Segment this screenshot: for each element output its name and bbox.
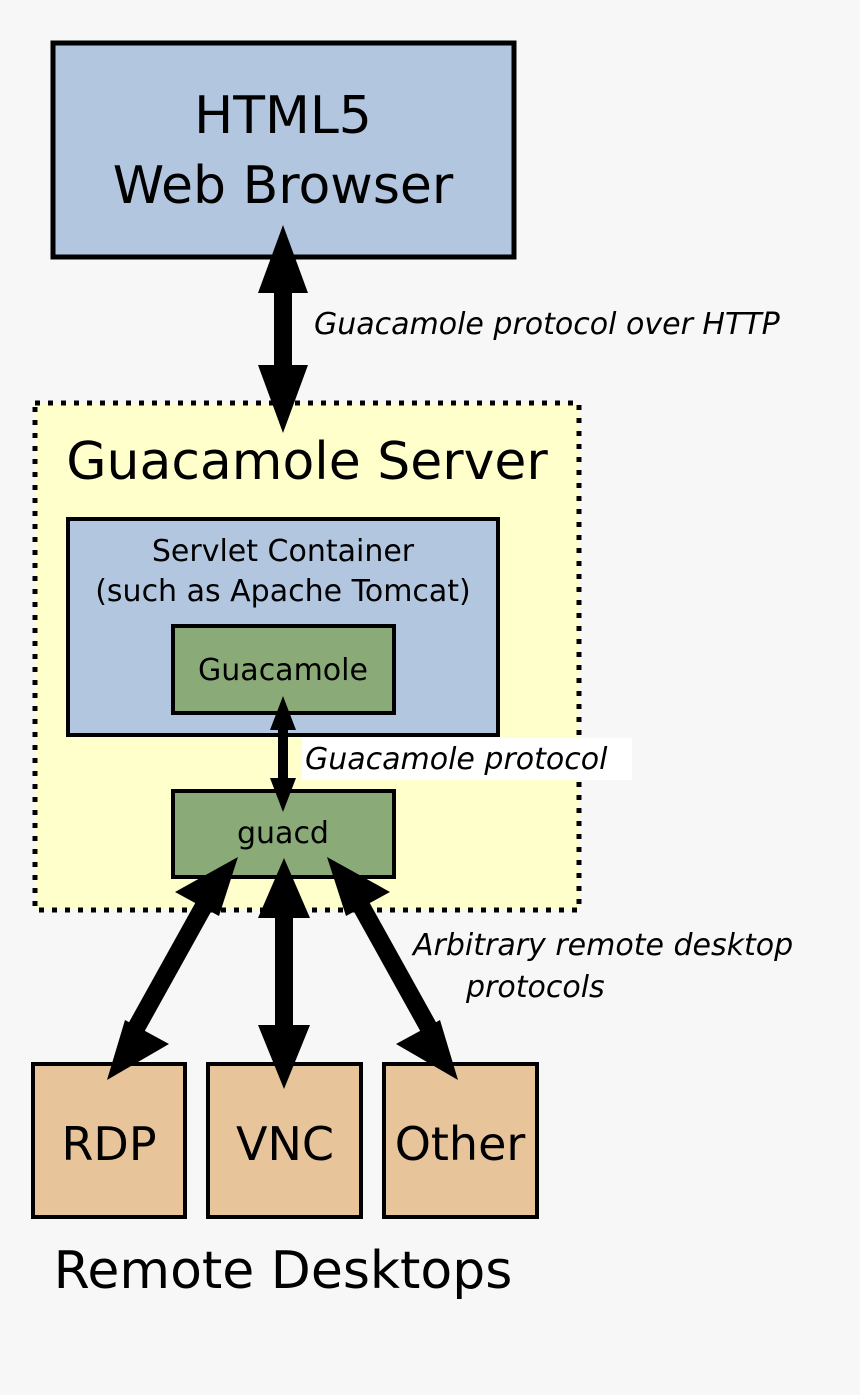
edge-guacd-rdp-head-bottom	[107, 1020, 169, 1080]
edge-label-http: Guacamole protocol over HTTP	[314, 307, 781, 342]
remote-other-box	[382, 1062, 539, 1219]
edge-browser-server-head-down	[258, 365, 308, 433]
guacd-label: guacd	[237, 816, 329, 851]
guacamole-server-title: Guacamole Server	[66, 432, 548, 492]
edge-browser-server-head-up	[258, 225, 308, 293]
remote-rdp-box	[31, 1062, 187, 1219]
edge-guacd-vnc-head-bottom	[258, 1025, 310, 1089]
web-browser-box	[50, 40, 517, 260]
web-browser-label-line1: HTML5	[194, 86, 372, 146]
edge-label-guac-protocol-bg	[302, 738, 632, 780]
remote-other-label: Other	[395, 1117, 526, 1171]
edge-guacamole-guacd	[270, 696, 296, 812]
remote-other-node: Other	[382, 1062, 539, 1219]
edge-guacd-rdp-head-top	[175, 857, 238, 916]
edge-guacamole-guacd-head-down	[270, 778, 296, 812]
remote-vnc-box	[206, 1062, 363, 1219]
remote-rdp-label: RDP	[61, 1117, 156, 1171]
edge-guacamole-guacd-head-up	[270, 696, 296, 730]
guacamole-webapp-label: Guacamole	[198, 653, 368, 688]
edge-label-remote-line1: Arbitrary remote desktop	[411, 928, 793, 963]
edge-guacd-other-shaft	[347, 890, 438, 1035]
edge-guacd-rdp-shaft	[127, 890, 218, 1035]
edge-guacd-vnc	[258, 858, 310, 1089]
edge-guacd-rdp	[107, 857, 238, 1080]
servlet-container-label-line1: Servlet Container	[152, 534, 415, 569]
web-browser-node: HTML5 Web Browser	[50, 40, 517, 260]
edge-guacd-other-head-bottom	[396, 1020, 458, 1080]
remote-desktops-caption: Remote Desktops	[54, 1241, 513, 1301]
web-browser-label-line2: Web Browser	[113, 156, 454, 216]
remote-rdp-node: RDP	[31, 1062, 187, 1219]
edge-browser-server	[258, 225, 308, 433]
edge-guacd-other-head-top	[327, 857, 390, 916]
edge-label-guac-protocol: Guacamole protocol	[305, 742, 608, 777]
servlet-container-label-line2: (such as Apache Tomcat)	[95, 574, 471, 609]
edge-label-remote-line2: protocols	[465, 970, 605, 1005]
edge-guacd-other	[327, 857, 458, 1080]
edge-guacd-vnc-head-top	[258, 858, 310, 918]
remote-vnc-label: VNC	[236, 1117, 334, 1171]
remote-vnc-node: VNC	[206, 1062, 363, 1219]
